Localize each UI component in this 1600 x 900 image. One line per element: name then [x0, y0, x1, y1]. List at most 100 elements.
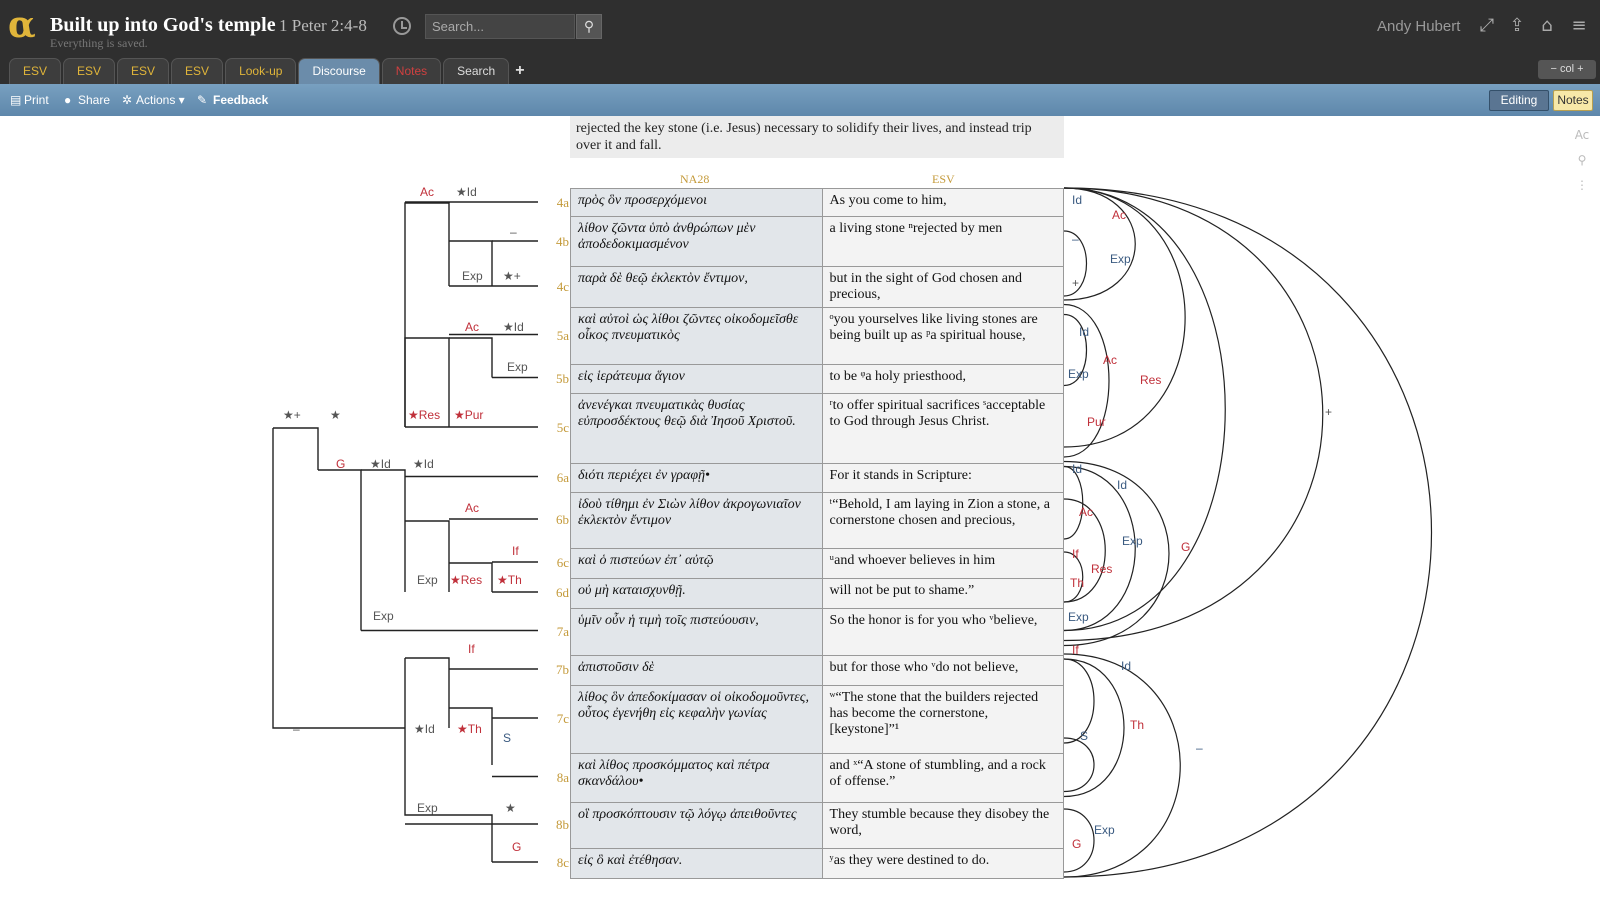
greek-cell[interactable]: καὶ ὁ πιστεύων ἐπ᾽ αὐτῷ	[570, 548, 823, 579]
relation-label[interactable]: Exp	[1122, 534, 1143, 548]
greek-cell[interactable]: ἀπιστοῦσιν δὲ	[570, 655, 823, 686]
search-icon[interactable]: ⚲	[576, 14, 602, 39]
note-text[interactable]: rejected the key stone (i.e. Jesus) nece…	[570, 116, 1064, 158]
menu-icon[interactable]: ≡	[1571, 15, 1587, 36]
verse-label[interactable]: 7a	[556, 623, 569, 639]
greek-cell[interactable]: εἰς ὃ καὶ ἐτέθησαν.	[570, 848, 823, 879]
relation-label[interactable]: G	[512, 840, 521, 854]
relation-label[interactable]: Ac	[1079, 505, 1093, 519]
verse-label[interactable]: 5b	[556, 370, 569, 386]
relation-label[interactable]: Exp	[507, 360, 528, 374]
relation-label[interactable]: Id	[1072, 462, 1082, 476]
relation-label[interactable]: Id	[1121, 659, 1131, 673]
column-count-control[interactable]: − col +	[1538, 60, 1596, 79]
english-cell[interactable]: ᵗ“Behold, I am laying in Zion a stone, a…	[821, 492, 1065, 549]
relation-label[interactable]: Exp	[417, 801, 438, 815]
english-cell[interactable]: ʳto offer spiritual sacrifices ˢacceptab…	[821, 393, 1065, 464]
relation-label[interactable]: ★Id	[370, 457, 391, 471]
relation-label[interactable]: Th	[1130, 718, 1144, 732]
tab-esv-3[interactable]: ESV	[117, 58, 170, 84]
actions-menu[interactable]: Actions ▾	[136, 93, 185, 107]
relation-label[interactable]: ★	[505, 801, 516, 815]
relation-label[interactable]: ★Id	[413, 457, 434, 471]
relation-label[interactable]: Th	[1070, 576, 1084, 590]
relation-label[interactable]: ★Th	[497, 573, 522, 587]
share-button[interactable]: Share	[78, 93, 111, 107]
tab-esv-2[interactable]: ESV	[63, 58, 116, 84]
relation-label[interactable]: Ac	[465, 320, 479, 334]
editing-toggle[interactable]: Editing	[1489, 90, 1549, 111]
relation-label[interactable]: S	[1080, 729, 1088, 743]
relation-label[interactable]: Id	[1117, 478, 1127, 492]
relation-label[interactable]: Res	[1140, 373, 1161, 387]
relation-label[interactable]: ★	[330, 408, 341, 422]
relation-label[interactable]: If	[1072, 643, 1079, 657]
user-name[interactable]: Andy Hubert	[1377, 18, 1461, 35]
verse-label[interactable]: 8a	[556, 769, 569, 785]
relation-label[interactable]: Ac	[1103, 353, 1117, 367]
verse-label[interactable]: 8c	[556, 855, 569, 870]
relation-label[interactable]: ★Id	[456, 185, 477, 199]
relation-label[interactable]: Exp	[1110, 252, 1131, 266]
english-cell[interactable]: to be ᵠa holy priesthood,	[821, 364, 1065, 394]
expand-icon[interactable]: ⤢	[1479, 15, 1495, 36]
english-cell[interactable]: and ˣ“A stone of stumbling, and a rock o…	[821, 753, 1065, 803]
greek-cell[interactable]: ὑμῖν οὖν ἡ τιμὴ τοῖς πιστεύουσιν,	[570, 608, 823, 656]
relation-label[interactable]: Exp	[1068, 367, 1089, 381]
relation-label[interactable]: ★+	[503, 269, 521, 283]
relation-label[interactable]: Ac	[1112, 208, 1126, 222]
verse-label[interactable]: 6b	[556, 512, 569, 527]
relation-label[interactable]: –	[1196, 741, 1203, 755]
relation-label[interactable]: S	[503, 731, 511, 745]
relation-label[interactable]: Ac	[465, 501, 479, 515]
history-clock-icon[interactable]	[393, 17, 411, 35]
greek-cell[interactable]: λίθος ὃν ἀπεδοκίμασαν οἱ οἰκοδομοῦντες, …	[570, 685, 823, 754]
relation-label[interactable]: G	[336, 457, 345, 471]
actions-icon[interactable]: ✲	[122, 93, 133, 107]
passage-reference[interactable]: 1 Peter 2:4-8	[279, 16, 367, 35]
english-cell[interactable]: ʸas they were destined to do.	[821, 848, 1065, 879]
greek-cell[interactable]: καὶ λίθος προσκόμματος καὶ πέτρα σκανδάλ…	[570, 753, 823, 803]
font-size-icon[interactable]: Ac	[1574, 128, 1590, 142]
relation-label[interactable]: ★Id	[414, 722, 435, 736]
relation-label[interactable]: Exp	[417, 573, 438, 587]
verse-label[interactable]: 6d	[556, 585, 569, 600]
add-tab-icon[interactable]: +	[515, 62, 525, 79]
english-cell[interactable]: As you come to him,	[821, 188, 1065, 217]
greek-cell[interactable]: διότι περιέχει ἐν γραφῇ•	[570, 463, 823, 493]
verse-label[interactable]: 4b	[556, 234, 569, 249]
relation-label[interactable]: If	[1072, 547, 1079, 561]
notes-toggle[interactable]: Notes	[1553, 90, 1593, 111]
english-cell[interactable]: a living stone ⁿrejected by men	[821, 216, 1065, 267]
english-cell[interactable]: ʷ“The stone that the builders rejected h…	[821, 685, 1065, 754]
relation-label[interactable]: Id	[1079, 325, 1089, 339]
alpha-logo-icon[interactable]: α	[8, 4, 36, 46]
greek-cell[interactable]: εἰς ἱεράτευμα ἅγιον	[570, 364, 823, 394]
verse-label[interactable]: 4a	[556, 195, 569, 210]
tab-notes[interactable]: Notes	[381, 58, 442, 84]
feedback-button[interactable]: Feedback	[213, 93, 269, 107]
verse-label[interactable]: 6c	[556, 555, 569, 570]
relation-label[interactable]: ★Res	[450, 573, 482, 587]
relation-label[interactable]: G	[1181, 540, 1190, 554]
share-icon[interactable]: ●	[64, 93, 72, 107]
feedback-icon[interactable]: ✎	[197, 93, 208, 107]
english-cell[interactable]: will not be put to shame.”	[821, 578, 1065, 609]
relation-label[interactable]: ★+	[283, 408, 301, 422]
verse-label[interactable]: 4c	[556, 279, 569, 294]
relation-label[interactable]: Id	[1072, 193, 1082, 207]
relation-label[interactable]: +	[1072, 276, 1079, 290]
greek-cell[interactable]: πρὸς ὃν προσερχόμενοι	[570, 188, 823, 217]
relation-label[interactable]: G	[1072, 837, 1081, 851]
greek-cell[interactable]: καὶ αὐτοὶ ὡς λίθοι ζῶντες οἰκοδομεῖσθε ο…	[570, 307, 823, 365]
greek-cell[interactable]: λίθον ζῶντα ὑπὸ ἀνθρώπων μὲν ἀποδεδοκιμα…	[570, 216, 823, 267]
relation-label[interactable]: –	[293, 722, 300, 736]
export-icon[interactable]: ⇪	[1509, 15, 1525, 36]
greek-cell[interactable]: οἳ προσκόπτουσιν τῷ λόγῳ ἀπειθοῦντες	[570, 802, 823, 849]
relation-label[interactable]: ★Id	[503, 320, 524, 334]
verse-label[interactable]: 7c	[556, 711, 569, 726]
relation-label[interactable]: Pur	[1087, 415, 1106, 429]
relation-label[interactable]: ★Th	[457, 722, 482, 736]
relation-label[interactable]: Exp	[462, 269, 483, 283]
tab-look-up[interactable]: Look-up	[225, 58, 297, 84]
